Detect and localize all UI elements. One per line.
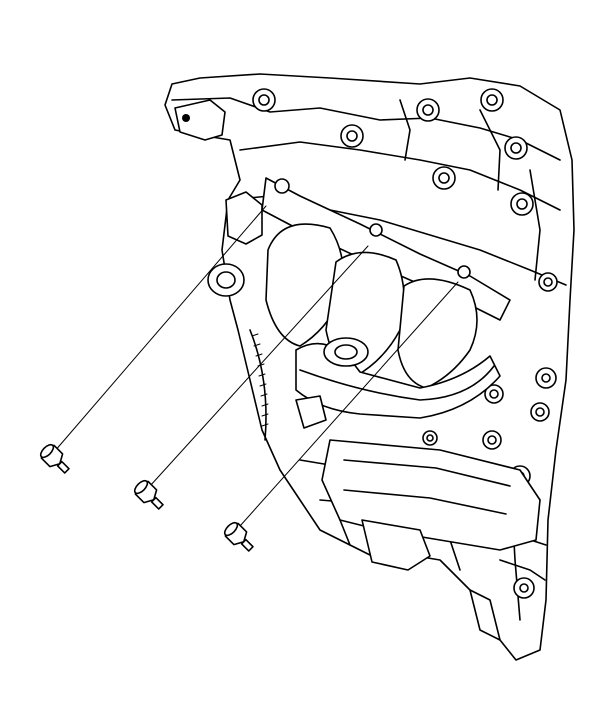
head-bolt [422,430,438,446]
head-bolt [513,577,535,599]
manifold-nut-1 [39,205,267,474]
manifold-nut-2 [133,245,369,510]
head-bolt [252,88,276,112]
leader-line [239,281,459,527]
hex-nut [223,521,254,552]
head-bolt [340,124,364,148]
leader-line [149,245,369,487]
head-bolt [530,402,550,422]
head-bolt [416,98,440,122]
hex-nut [39,443,70,474]
head-bolt [538,272,558,292]
exhaust-manifold [261,177,511,429]
head-bolt [480,88,504,112]
head-bolt [484,384,504,404]
head-bolt [504,136,528,160]
hex-nut [133,479,164,510]
head-bolt [482,430,502,450]
oil-pan [321,439,541,571]
leader-line [53,205,267,453]
manifold-nut-3 [223,281,459,552]
manifold-nuts [39,205,459,552]
head-bolt [432,166,456,190]
head-bolt [535,367,557,389]
head-bolt [510,192,534,216]
